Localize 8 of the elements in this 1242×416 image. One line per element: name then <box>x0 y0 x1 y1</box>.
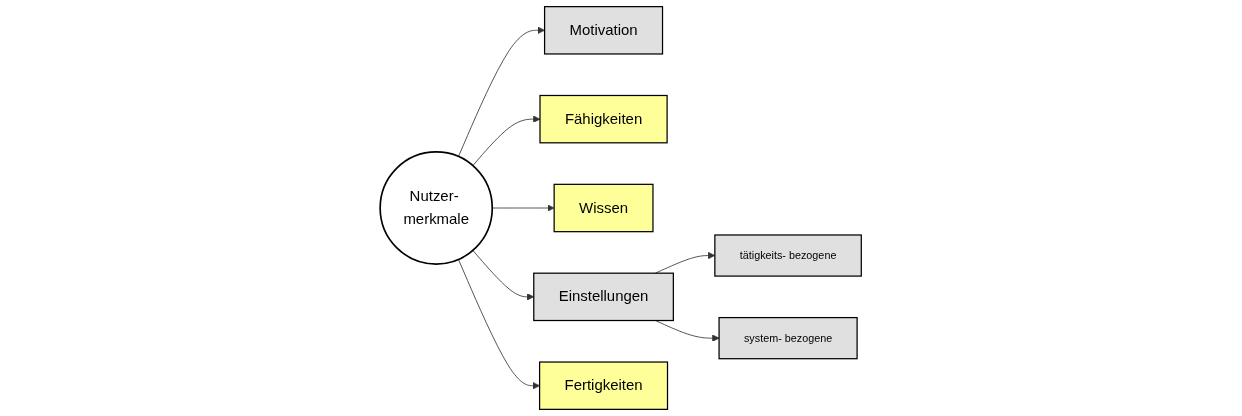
node-box: tätigkeits- bezogene <box>714 234 863 277</box>
node-box: Wissen <box>553 183 654 233</box>
node-box: Fähigkeiten <box>539 94 668 144</box>
node-circle: Nutzer- merkmale <box>379 151 494 265</box>
node-box: system- bezogene <box>718 316 858 360</box>
node-box: Fertigkeiten <box>539 361 669 410</box>
node-box: Motivation <box>544 6 664 55</box>
node-box: Einstellungen <box>533 272 675 322</box>
